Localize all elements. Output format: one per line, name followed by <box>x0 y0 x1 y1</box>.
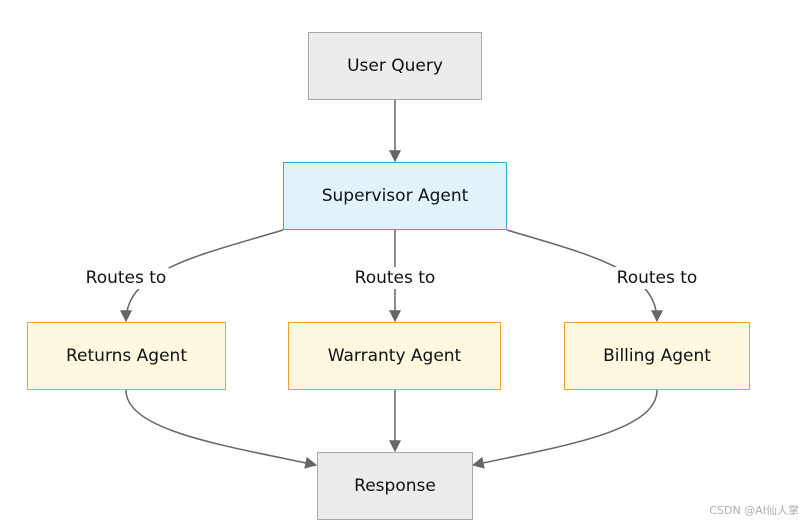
edge-supervisor-to-billing <box>506 229 663 323</box>
watermark-text: CSDN @AI仙人掌 <box>709 504 799 517</box>
node-returns-agent-label: Returns Agent <box>66 346 187 366</box>
node-supervisor-agent-label: Supervisor Agent <box>321 186 469 206</box>
node-billing-agent-label: Billing Agent <box>603 346 711 366</box>
node-user-query-label: User Query <box>347 56 443 76</box>
node-warranty-agent: Warranty Agent <box>288 322 501 390</box>
node-response: Response <box>317 452 473 520</box>
edge-billing-to-response <box>471 389 658 469</box>
node-warranty-agent-label: Warranty Agent <box>327 346 462 366</box>
node-billing-agent: Billing Agent <box>564 322 750 390</box>
edge-returns-to-response <box>125 389 318 469</box>
node-response-label: Response <box>354 476 436 496</box>
node-supervisor-agent: Supervisor Agent <box>283 162 507 230</box>
node-user-query: User Query <box>308 32 482 100</box>
edge-label-to-returns: Routes to <box>83 267 169 289</box>
edge-supervisor-to-returns <box>120 229 284 323</box>
edge-label-to-warranty: Routes to <box>352 267 438 289</box>
node-returns-agent: Returns Agent <box>27 322 226 390</box>
edge-label-to-billing: Routes to <box>614 267 700 289</box>
